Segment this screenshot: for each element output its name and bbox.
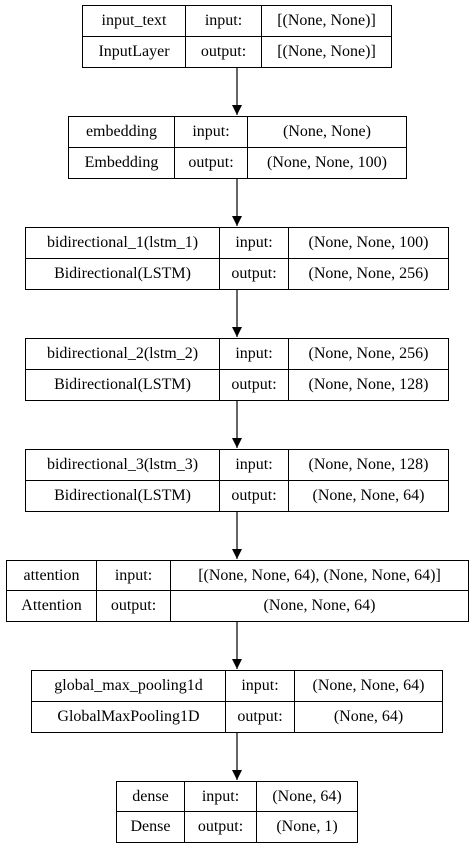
layer-type: Bidirectional(LSTM): [26, 369, 220, 400]
input-shape: (None, None, 256): [289, 339, 448, 370]
output-shape: [(None, None)]: [277, 42, 376, 60]
output-shape: (None, 1): [276, 818, 338, 835]
layer-type: InputLayer: [83, 36, 186, 67]
input-shape: [(None, None, 64), (None, None, 64)]: [171, 561, 468, 591]
layer-type: GlobalMaxPooling1D: [32, 701, 226, 732]
layer-type: Bidirectional(LSTM): [26, 480, 220, 511]
input-shape: [(None, None)]: [262, 6, 391, 37]
input-label: input:: [220, 228, 289, 259]
input-shape: (None, None, 64): [295, 671, 442, 702]
input-label: input:: [175, 117, 248, 148]
layer-name: bidirectional_1(lstm_1): [26, 228, 220, 259]
output-label: output:: [220, 258, 289, 289]
layer-type: Embedding: [69, 147, 175, 178]
output-label: output:: [97, 591, 171, 621]
layer-node-bidirectional-3: bidirectional_3(lstm_3) input: (None, No…: [25, 449, 449, 512]
layer-name: bidirectional_2(lstm_2): [26, 339, 220, 370]
output-label: output:: [186, 36, 262, 67]
input-label: input:: [185, 782, 257, 812]
layer-type: Dense: [117, 812, 185, 842]
layer-node-dense: dense input: (None, 64) Dense output: (N…: [116, 781, 358, 843]
output-label: output:: [185, 812, 257, 842]
output-shape: (None, None, 100): [267, 153, 387, 171]
output-shape: (None, None, 128): [308, 375, 429, 393]
input-shape: (None, None, 100): [289, 228, 448, 259]
input-shape: (None, None): [248, 117, 406, 148]
input-label: input:: [186, 6, 262, 37]
layer-name: attention: [7, 561, 97, 591]
input-label: input:: [220, 450, 289, 481]
output-label: output:: [220, 369, 289, 400]
output-shape: (None, None, 64): [312, 486, 425, 504]
layer-name: input_text: [83, 6, 186, 37]
input-label: input:: [226, 671, 295, 702]
input-label: input:: [220, 339, 289, 370]
output-label: output:: [220, 480, 289, 511]
layer-name: global_max_pooling1d: [32, 671, 226, 702]
output-shape: (None, None, 256): [308, 264, 429, 282]
layer-node-bidirectional-1: bidirectional_1(lstm_1) input: (None, No…: [25, 227, 449, 290]
output-shape: (None, None, 64): [263, 597, 376, 614]
input-shape: (None, 64): [257, 782, 357, 812]
layer-node-embedding: embedding input: (None, None) Embedding …: [68, 116, 407, 179]
layer-name: bidirectional_3(lstm_3): [26, 450, 220, 481]
layer-node-global-max-pooling1d: global_max_pooling1d input: (None, None,…: [31, 670, 443, 733]
layer-name: dense: [117, 782, 185, 812]
layer-type: Bidirectional(LSTM): [26, 258, 220, 289]
layer-node-input-text: input_text input: [(None, None)] InputLa…: [82, 5, 392, 68]
output-label: output:: [226, 701, 295, 732]
layer-node-attention: attention input: [(None, None, 64), (Non…: [6, 560, 469, 622]
layer-type: Attention: [7, 591, 97, 621]
input-label: input:: [97, 561, 171, 591]
output-shape: (None, 64): [333, 707, 404, 725]
input-shape: (None, None, 128): [289, 450, 448, 481]
layer-node-bidirectional-2: bidirectional_2(lstm_2) input: (None, No…: [25, 338, 449, 401]
output-label: output:: [175, 147, 248, 178]
layer-name: embedding: [69, 117, 175, 148]
